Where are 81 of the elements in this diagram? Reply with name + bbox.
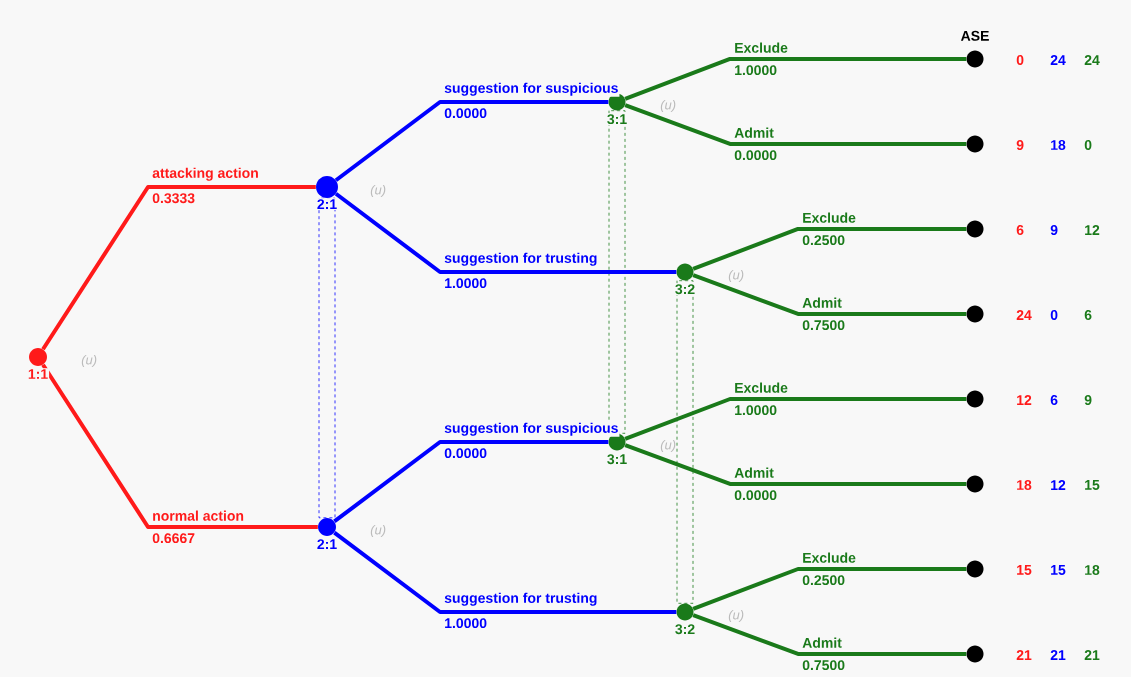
branch-line	[334, 100, 609, 182]
probability-label: 0.7500	[801, 659, 847, 672]
payoff-value: 9	[1050, 225, 1058, 235]
payoff-value: 0	[1084, 140, 1092, 150]
player-label: 2:1	[315, 538, 339, 550]
game-node-dot	[676, 603, 694, 621]
branch-line	[624, 57, 967, 101]
probability-label: 1.0000	[733, 64, 779, 77]
game-node-dot	[318, 518, 336, 536]
branch-line	[333, 530, 677, 614]
payoff-value: 21	[1084, 650, 1100, 660]
payoff-value: 0	[1050, 310, 1058, 320]
player-label: 3:2	[673, 623, 697, 636]
payoff-value: 12	[1017, 395, 1032, 405]
branch-line	[692, 273, 967, 316]
uniform-mark: (u)	[728, 609, 744, 623]
game-node-dot	[966, 475, 984, 493]
payoff-value: 21	[1016, 650, 1032, 660]
payoff-value: 24	[1050, 55, 1066, 65]
probability-label: 0.0000	[443, 447, 489, 460]
probability-label: 0.7500	[801, 319, 847, 332]
branch-line	[624, 397, 967, 441]
probability-label: 1.0000	[443, 617, 489, 630]
game-node-dot	[966, 390, 984, 408]
game-node-dot	[966, 645, 984, 663]
player-label: 1:1	[26, 368, 50, 380]
payoff-value: 15	[1085, 480, 1100, 490]
payoff-value: 21	[1050, 650, 1066, 660]
branch-line	[692, 613, 967, 656]
payoff-value: 24	[1084, 55, 1100, 65]
payoff-value: 24	[1016, 310, 1032, 320]
branch-line	[333, 440, 609, 524]
uniform-mark: (u)	[660, 439, 676, 453]
uniform-mark: (u)	[370, 524, 386, 538]
probability-label: 0.6667	[151, 532, 196, 545]
player-label: 3:1	[605, 453, 629, 466]
branch-line	[334, 192, 677, 274]
probability-label: 0.0000	[733, 489, 779, 502]
game-node-dot	[966, 305, 984, 323]
player-label: 3:1	[605, 113, 629, 126]
probability-label: 0.2500	[801, 574, 847, 587]
payoff-value: 12	[1085, 225, 1100, 235]
payoff-value: 9	[1016, 140, 1024, 150]
uniform-mark: (u)	[660, 99, 676, 113]
probability-label: 1.0000	[443, 277, 489, 290]
information-set-line	[608, 110, 626, 434]
branch-line	[624, 103, 967, 146]
game-node-dot	[676, 263, 694, 281]
branch-line	[692, 227, 967, 271]
payoff-value: 15	[1051, 565, 1066, 575]
payoff-value: 18	[1085, 565, 1100, 575]
probability-label: 0.3333	[151, 192, 196, 205]
uniform-mark: (u)	[370, 184, 386, 198]
probability-label: 0.2500	[801, 234, 847, 247]
player-label: 2:1	[315, 198, 339, 210]
game-node-dot	[966, 560, 984, 578]
payoff-value: 12	[1051, 480, 1066, 490]
payoff-value: 0	[1016, 55, 1024, 65]
branch-line	[692, 567, 967, 611]
payoff-value: 18	[1017, 480, 1032, 490]
branch-line	[41, 185, 316, 351]
game-node-dot	[316, 176, 338, 198]
probability-label: 0.0000	[733, 149, 779, 162]
branch-line	[624, 443, 967, 486]
payoff-value: 15	[1017, 565, 1032, 575]
information-set-line	[676, 280, 694, 604]
payoff-value: 6	[1084, 310, 1092, 320]
payoff-value: 9	[1084, 395, 1092, 405]
player-label: 3:2	[673, 283, 697, 296]
payoff-value: 18	[1051, 140, 1066, 150]
game-node-dot	[966, 135, 984, 153]
game-node-dot	[966, 220, 984, 238]
game-node-dot	[29, 348, 47, 366]
branch-line	[41, 363, 318, 529]
uniform-mark: (u)	[81, 354, 97, 368]
payoff-value: 6	[1016, 225, 1024, 235]
uniform-mark: (u)	[728, 269, 744, 283]
payoff-value: 6	[1050, 395, 1058, 405]
game-node-dot	[966, 50, 984, 68]
probability-label: 1.0000	[733, 404, 779, 417]
probability-label: 0.0000	[443, 107, 489, 120]
